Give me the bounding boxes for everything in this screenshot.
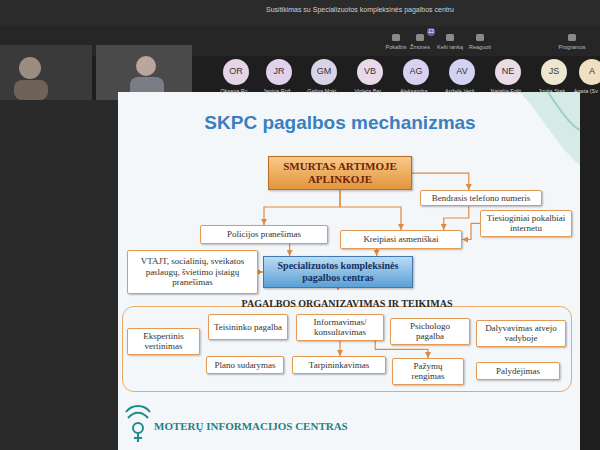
box-text: Bendrasis telefono numeris (432, 193, 530, 203)
service-box: Dalyvavimas atvejo vadyboje (476, 320, 566, 347)
participant-name: Jovita Stak... (532, 88, 576, 94)
band-heading: PAGALBOS ORGANIZAVIMAS IR TEIKIMAS (242, 298, 453, 309)
avatar-initials: OR (221, 66, 251, 76)
service-box: Teisininko pagalba (208, 314, 288, 340)
toolbar-icons (392, 28, 576, 41)
connector-arrow (339, 341, 340, 356)
toolbar-label: Pokalbis (384, 44, 408, 50)
box-text: SMURTAS ARTIMOJE APLINKOJE (275, 160, 405, 186)
toolbar-label: Programos (556, 44, 588, 50)
box-text: Tiesioginiai pokalbiai internetu (485, 213, 567, 234)
video-tile (0, 45, 92, 100)
participant-name: Aleksandra... (394, 88, 438, 94)
service-box: Pažymų rengimas (392, 358, 464, 385)
avatar-initials: JS (539, 66, 569, 76)
box-text: Tarpininkavimas (309, 360, 369, 370)
avatar-initials: AG (401, 66, 431, 76)
avatar-initials: A (577, 66, 600, 76)
box-text: Pažymų rengimas (397, 361, 459, 382)
avatar-initials: GM (309, 66, 339, 76)
box-text: VTAJT, socialinių, sveikatos paslaugų, š… (132, 256, 253, 287)
connector-arrow (444, 206, 469, 230)
service-box: Informavimas/ konsultavimas (296, 314, 384, 341)
avatar-circles (223, 59, 600, 85)
alert-box: SMURTAS ARTIMOJE APLINKOJE (268, 156, 412, 190)
participant-count: 12 (426, 28, 436, 34)
person-head (19, 57, 41, 79)
connector-arrow (337, 288, 338, 290)
toolbar-label: Kelti ranką (434, 44, 466, 50)
box-text: Dalyvavimas atvejo vadyboje (481, 323, 561, 344)
logo-symbol (126, 406, 150, 442)
service-box: Palydėjimas (476, 362, 560, 380)
participant-name: Agata (Sv (568, 88, 598, 94)
participant-name: Oksana Ry... (214, 88, 258, 94)
person-body (14, 80, 48, 100)
box-text: Palydėjimas (496, 366, 540, 376)
participant-name: Anželė Verš... (440, 88, 484, 94)
connector-arrow (412, 173, 469, 190)
organisation-name: MOTERŲ INFORMACIJOS CENTRAS (154, 420, 414, 433)
box-text: Plano sudarymas (214, 360, 275, 370)
slide-swoosh (520, 92, 580, 165)
participant-name: Natalija Eglit... (486, 88, 530, 94)
dark-ground (0, 100, 120, 450)
avatar-initials: VB (355, 66, 385, 76)
avatar-initials: AV (447, 66, 477, 76)
slide (118, 92, 580, 450)
meeting-title: Susitikimas su Specializuotos kompleksin… (230, 6, 490, 14)
box-text: Teisininko pagalba (214, 322, 282, 332)
toolbar-label: Žmonės (408, 44, 432, 50)
service-box: Tarpininkavimas (292, 356, 386, 374)
participant-name: Violeta Bar... (348, 88, 392, 94)
connector-arrow (264, 190, 340, 225)
avatar-initials: NE (493, 66, 523, 76)
box-text: Specializuotos kompleksinės pagalbos cen… (270, 260, 406, 284)
video-tile (96, 45, 192, 100)
channel-box: Kreipiasi asmeniškai (340, 230, 462, 249)
slide-title: SKPC pagalbos mechanizmas (150, 112, 530, 134)
box-text: Kreipiasi asmeniškai (363, 234, 438, 244)
center-box: Specializuotos kompleksinės pagalbos cen… (263, 256, 413, 288)
box-text: Ekspertinis vertinimas (132, 331, 195, 352)
service-band: PAGALBOS ORGANIZAVIMAS IR TEIKIMAS Eksper… (122, 290, 572, 392)
channel-box: VTAJT, socialinių, sveikatos paslaugų, š… (127, 250, 258, 294)
channel-box: Bendrasis telefono numeris (420, 190, 542, 206)
connector-arrow (289, 244, 290, 256)
person-head (136, 56, 156, 76)
connector-arrow (340, 190, 401, 230)
avatar-initials: JR (264, 66, 294, 76)
connector-arrow (376, 249, 377, 256)
channel-box: Tiesioginiai pokalbiai internetu (480, 210, 572, 237)
participant-name: Galina Moki... (302, 88, 346, 94)
service-box: Ekspertinis vertinimas (127, 328, 200, 355)
service-box: Psichologo pagalba (390, 318, 470, 345)
slide-swoosh (548, 92, 580, 130)
participant-name: Janina Rož... (257, 88, 301, 94)
connector-arrow (462, 223, 480, 239)
box-text: Psichologo pagalba (395, 321, 465, 342)
channel-box: Policijos pranešimas (200, 225, 328, 244)
title-bar (0, 0, 600, 26)
service-box: Plano sudarymas (206, 356, 284, 374)
box-text: Policijos pranešimas (227, 229, 301, 239)
toolbar-label: Reaguoti (467, 44, 493, 50)
box-text: Informavimas/ konsultavimas (301, 317, 379, 338)
